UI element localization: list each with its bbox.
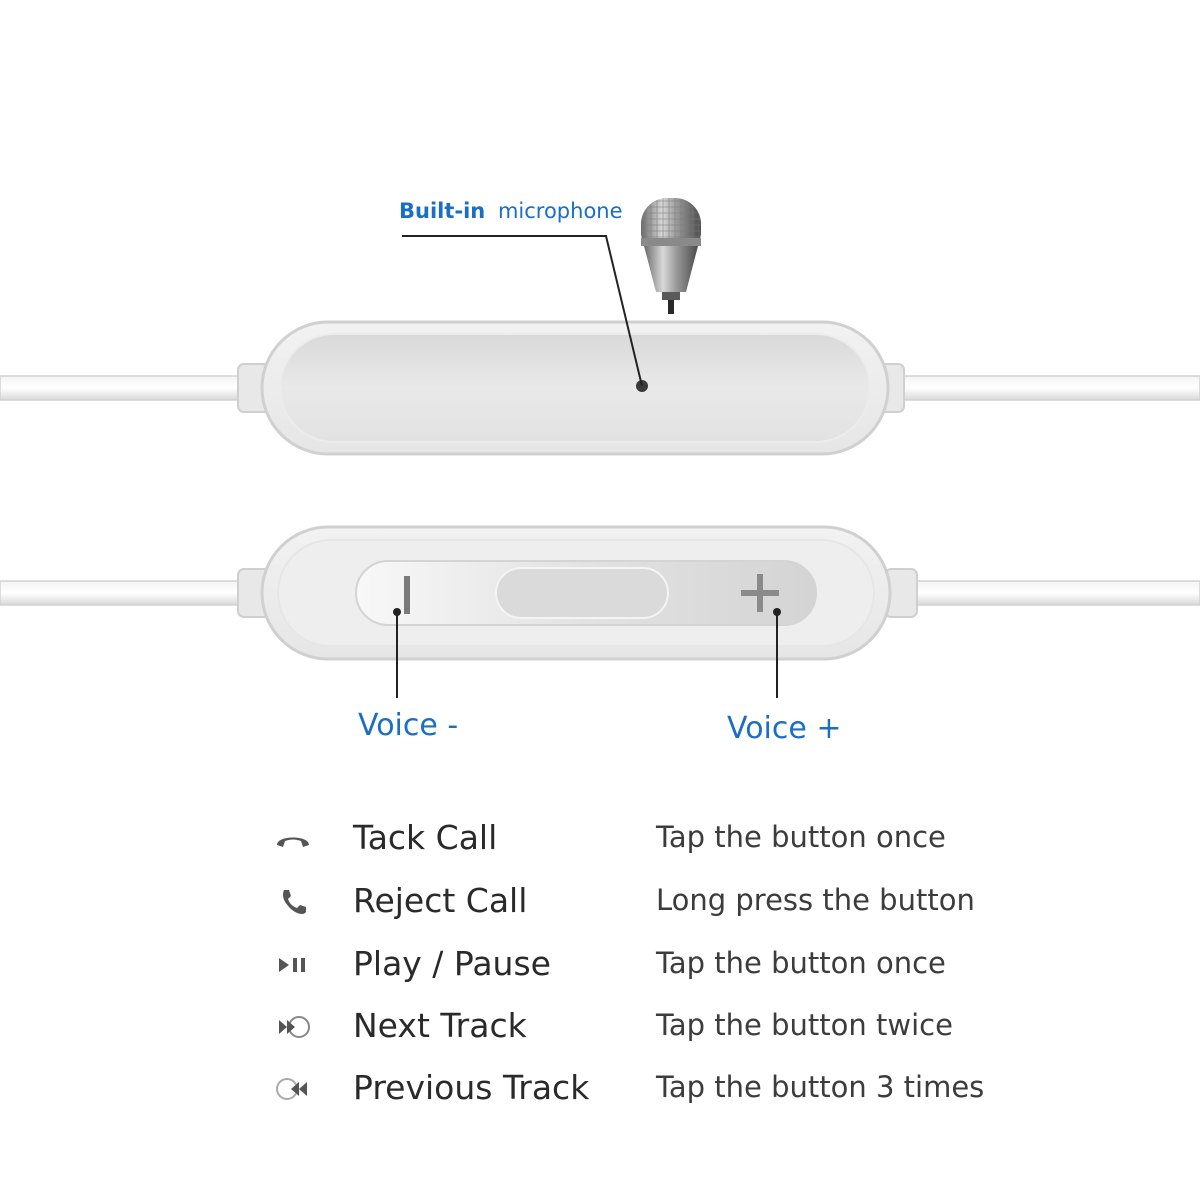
control-instruction: Tap the button once <box>656 946 946 980</box>
reject-call-icon <box>268 883 318 921</box>
control-action: Tack Call <box>353 818 498 857</box>
control-action: Reject Call <box>353 881 528 920</box>
control-action: Next Track <box>353 1006 527 1045</box>
volume-rocker-center <box>495 567 669 619</box>
remote-bottom <box>0 525 1200 661</box>
play-pause-icon <box>268 946 318 984</box>
control-instruction: Tap the button once <box>656 820 946 854</box>
remote-top <box>0 320 1200 456</box>
volume-up-button[interactable] <box>741 574 779 612</box>
control-action: Play / Pause <box>353 944 551 983</box>
voice-minus-label: Voice - <box>358 708 458 743</box>
control-row: Next Track Tap the button twice <box>0 1002 1200 1052</box>
control-row: Reject Call Long press the button <box>0 877 1200 927</box>
microphone-label: Built-in microphone <box>399 199 623 223</box>
voice-plus-label: Voice + <box>727 711 842 746</box>
microphone-icon <box>641 198 701 314</box>
control-row: Play / Pause Tap the button once <box>0 940 1200 990</box>
next-track-icon <box>268 1008 318 1046</box>
control-row: Previous Track Tap the button 3 times <box>0 1064 1200 1114</box>
cable-right-bottom <box>884 580 1200 606</box>
control-instruction: Tap the button 3 times <box>656 1070 985 1104</box>
remote-face-top <box>279 333 871 443</box>
cable-right-top <box>884 375 1200 401</box>
previous-track-icon <box>268 1070 318 1108</box>
control-action: Previous Track <box>353 1068 590 1107</box>
control-instruction: Tap the button twice <box>656 1008 953 1042</box>
volume-down-button[interactable] <box>404 576 410 614</box>
answer-call-icon <box>268 820 318 858</box>
microphone-callout: Built-in microphone <box>399 199 643 387</box>
control-row: Tack Call Tap the button once <box>0 814 1200 864</box>
voice-callouts: Voice - Voice + <box>358 612 842 746</box>
control-instruction: Long press the button <box>656 883 975 917</box>
